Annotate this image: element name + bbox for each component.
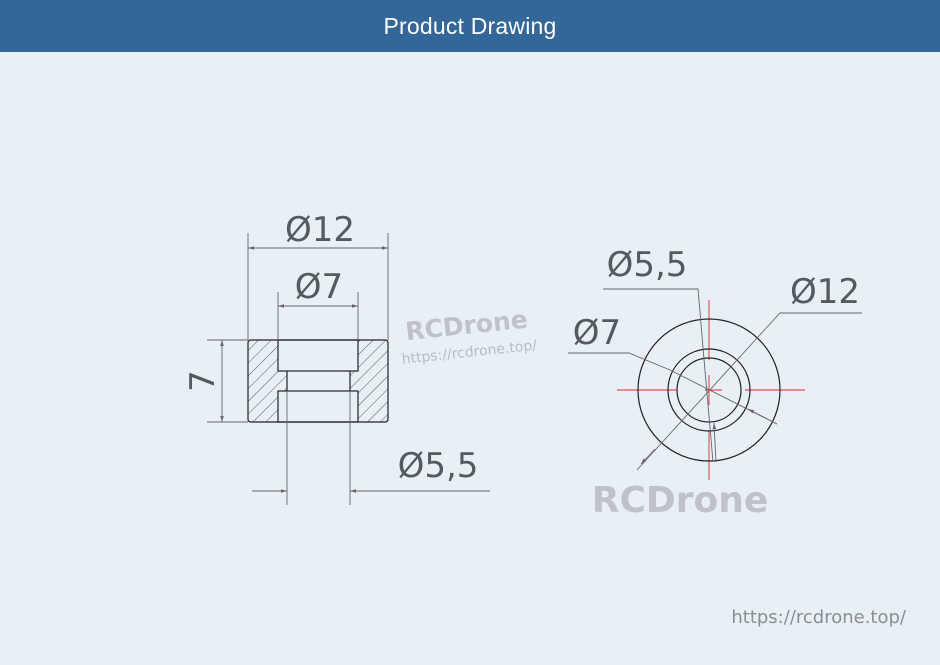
- watermark-lower-brand: RCDrone: [592, 480, 769, 521]
- dim-height: [207, 339, 248, 423]
- front-circles: [637, 318, 781, 462]
- dim-counterbore-diameter: [277, 292, 359, 340]
- front-dim-text-bore-diameter: Ø5,5: [607, 245, 688, 285]
- dim-outer-diameter: [247, 233, 389, 340]
- dim-text-bore-diameter: Ø5,5: [398, 446, 479, 486]
- leader-outer-diameter: [636, 312, 862, 471]
- dim-bore-diameter: [252, 391, 490, 505]
- footer-url: https://rcdrone.top/: [731, 607, 906, 628]
- dim-text-counterbore-diameter: Ø7: [295, 267, 343, 307]
- front-view: Ø5,5 Ø12 Ø7: [568, 245, 862, 480]
- leader-counterbore-diameter: [568, 352, 778, 425]
- page-header: Product Drawing: [0, 0, 940, 52]
- page-title: Product Drawing: [383, 12, 557, 39]
- leader-bore-diameter: [603, 288, 717, 463]
- section-outline: [247, 339, 389, 423]
- watermark-center: RCDrone https://rcdrone.top/: [401, 305, 538, 368]
- dim-text-height: 7: [183, 370, 223, 392]
- centerlines: [617, 300, 805, 480]
- dim-text-outer-diameter: Ø12: [285, 210, 355, 250]
- section-hatch: [248, 340, 388, 422]
- section-view: Ø12 Ø7 7 Ø5,5: [183, 210, 490, 505]
- front-dim-text-outer-diameter: Ø12: [790, 272, 860, 312]
- front-dim-text-counterbore-diameter: Ø7: [573, 313, 621, 353]
